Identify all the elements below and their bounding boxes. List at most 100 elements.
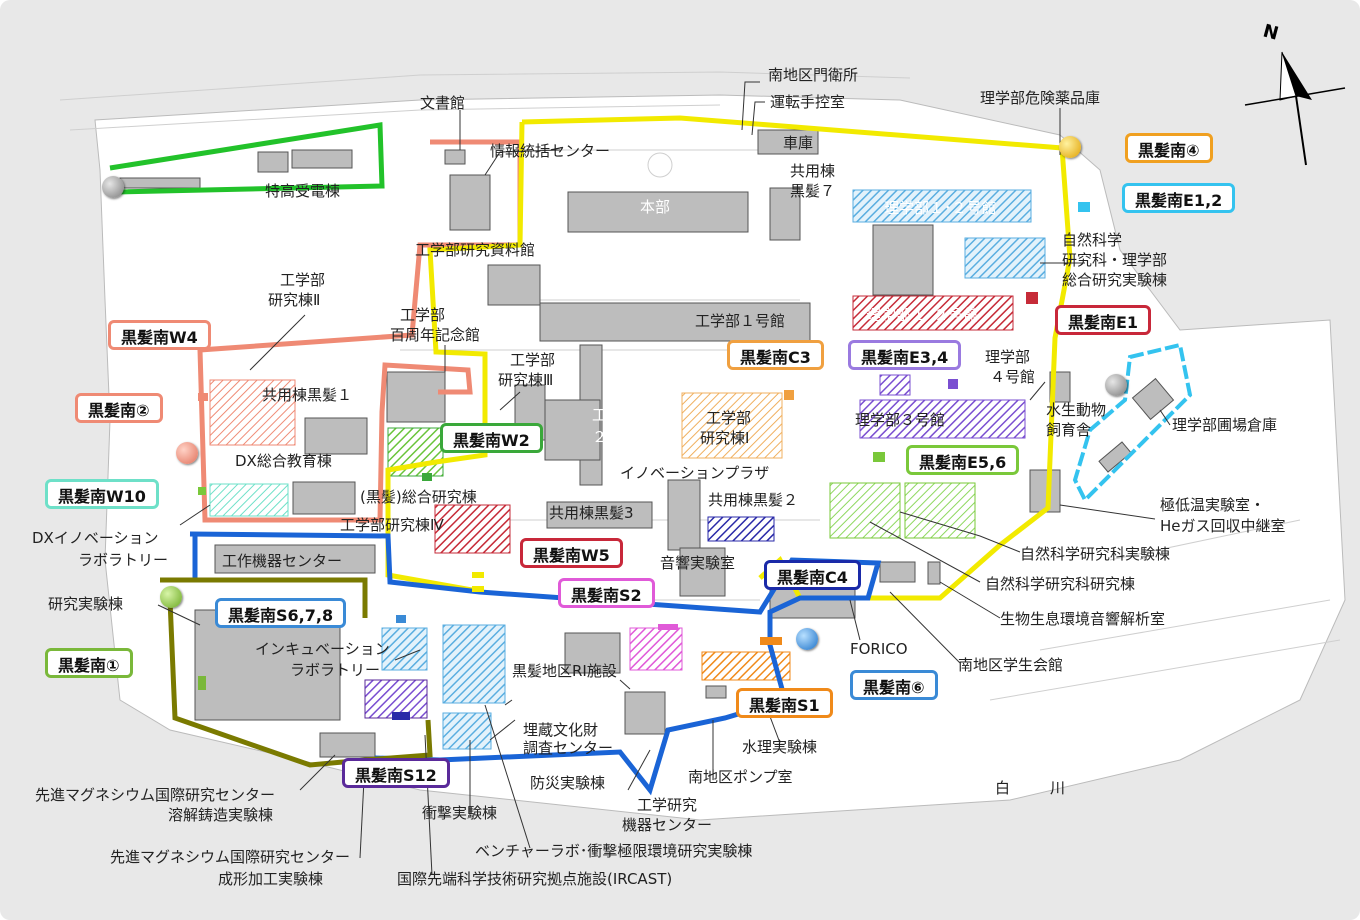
bldg-w10 (209, 483, 289, 517)
label-kougaku1ken-b: 研究棟Ⅰ (700, 429, 749, 447)
label-venture: ベンチャーラボ･衝撃極限環境研究実験棟 (475, 842, 752, 860)
callout-w2[interactable]: 黒髪南W2 (440, 423, 543, 453)
label-bosai: 防災実験棟 (530, 774, 605, 792)
label-kougaku3a: 工学部 (510, 351, 555, 369)
pin-south6[interactable] (796, 628, 818, 650)
zone-blue (189, 531, 882, 796)
callout-w4[interactable]: 黒髪南W4 (108, 320, 211, 350)
label-mg2-a: 先進マグネシウム国際研究センター (110, 848, 350, 866)
bldg-rigaku3 (859, 399, 1026, 439)
label-kougaku2b: 研究棟Ⅱ (268, 291, 320, 309)
label-incub-b: ラボラトリー (290, 661, 380, 679)
callout-s1[interactable]: 黒髪南S1 (736, 688, 833, 718)
callout-s12[interactable]: 黒髪南S12 (342, 758, 450, 788)
label-kiki-b: 機器センター (622, 816, 712, 834)
label-forico: FORICO (850, 640, 908, 658)
label-driver-room: 運転手控室 (770, 93, 845, 111)
callout-s678[interactable]: 黒髪南S6,7,8 (215, 598, 347, 628)
label-kiken: 理学部危険薬品庫 (980, 89, 1100, 107)
pin-gray-east[interactable] (1105, 374, 1127, 396)
callout-e56[interactable]: 黒髪南E5,6 (906, 445, 1020, 475)
label-kosaku: 工作機器センター (222, 552, 342, 570)
bldg-kougaku1ken (681, 392, 783, 459)
callout-south2[interactable]: 黒髪南② (75, 393, 163, 423)
label-sogo: (黒髪)総合研究棟 (360, 488, 477, 506)
callout-e1[interactable]: 黒髪南E1 (1055, 305, 1152, 335)
bldg-kyoyo2 (707, 516, 775, 542)
pin-south2[interactable] (176, 442, 198, 464)
label-kiki-a: 工学研究 (637, 796, 697, 814)
label-shizen-kenkyu: 自然科学研究科研究棟 (985, 575, 1135, 593)
bldg-rigaku12-south (852, 295, 1014, 331)
pin-south4[interactable] (1059, 136, 1081, 158)
label-kougaku2go-a: 工学部 (592, 406, 637, 424)
label-teion-a: 極低温実験室・ (1160, 496, 1265, 514)
label-ircast: 国際先端科学技術研究拠点施設(IRCAST) (397, 870, 672, 888)
callout-e12[interactable]: 黒髪南E1,2 (1122, 183, 1236, 213)
label-kenkyu-jikken: 研究実験棟 (48, 595, 123, 613)
label-suisei-b: 飼育舎 (1046, 421, 1091, 439)
callout-c4[interactable]: 黒髪南C4 (764, 560, 861, 590)
north-arrow: N (1244, 21, 1346, 166)
label-kyoyo1: 共用棟黒髪１ (262, 386, 352, 404)
roads (59, 71, 1341, 701)
label-kougaku4: 工学部研究棟Ⅳ (340, 516, 444, 534)
label-minami-gate: 南地区門衛所 (768, 66, 858, 84)
label-mg2-b: 成形加工実験棟 (218, 870, 323, 888)
pin-south1[interactable] (160, 586, 182, 608)
north-label: N (1261, 21, 1281, 45)
label-kyoyo3: 共用棟黒髪3 (549, 504, 634, 522)
label-kougaku1: 工学部１号館 (695, 312, 785, 330)
callout-s2[interactable]: 黒髪南S2 (558, 578, 655, 608)
label-dx-kyoiku: DX総合教育棟 (235, 452, 332, 470)
label-tokko: 特高受電棟 (265, 182, 340, 200)
label-mg1-a: 先進マグネシウム国際研究センター (35, 786, 275, 804)
label-kyoyo7a: 共用棟 (790, 162, 835, 180)
label-suiri: 水理実験棟 (742, 738, 817, 756)
label-rigaku12b: 理学部１･２号館 (866, 306, 979, 324)
label-dx-innov-b: ラボラトリー (78, 551, 168, 569)
buildings (119, 129, 1175, 758)
label-kougaku-shiryo: 工学部研究資料館 (415, 241, 535, 259)
label-rigaku4a: 理学部 (985, 348, 1030, 366)
label-rigaku4b: ４号館 (990, 368, 1035, 386)
bldg-rigaku12-north (852, 189, 1032, 223)
pin-gray-northwest[interactable] (102, 176, 124, 198)
callout-e34[interactable]: 黒髪南E3,4 (848, 340, 962, 370)
label-maizo-b: 調査センター (523, 739, 613, 757)
label-shogeki: 衝撃実験棟 (422, 804, 497, 822)
bldg-shizen-kenkyu (904, 482, 976, 539)
callout-w5[interactable]: 黒髪南W5 (520, 538, 623, 568)
bldg-shizen-jikken (829, 482, 901, 539)
label-rigaku3: 理学部３号館 (855, 411, 945, 429)
bldg-shogeki (442, 712, 492, 750)
label-joho: 情報統括センター (490, 142, 610, 160)
label-shizen-jikken: 自然科学研究科実験棟 (1020, 545, 1170, 563)
zone-yellow-west (385, 121, 525, 593)
label-incub-a: インキュベーション (255, 640, 390, 658)
callout-south1[interactable]: 黒髪南① (45, 648, 133, 678)
label-rigaku-engei: 理学部圃場倉庫 (1172, 416, 1277, 434)
label-teion-b: Heガス回収中継室 (1160, 517, 1286, 535)
callout-south6[interactable]: 黒髪南⑥ (850, 670, 938, 700)
bldg-shizen-sogo (964, 237, 1046, 279)
label-dx-innov-a: DXイノベーション (32, 529, 159, 547)
callout-south4[interactable]: 黒髪南④ (1125, 133, 1213, 163)
bldg-ri (442, 624, 506, 704)
label-ri: 黒髪地区RI施設 (512, 662, 617, 680)
label-kyoyo7b: 黒髪７ (790, 182, 835, 200)
label-shizen-c: 総合研究実験棟 (1062, 271, 1167, 289)
label-suisei-a: 水生動物 (1046, 401, 1106, 419)
label-hyakunen-b: 百周年記念館 (390, 326, 480, 344)
callout-c3[interactable]: 黒髪南C3 (727, 340, 824, 370)
label-seibutsu: 生物生息環境音響解析室 (1000, 610, 1165, 628)
label-pump: 南地区ポンプ室 (688, 768, 793, 786)
bldg-s12 (364, 679, 428, 719)
label-kyoyo2: 共用棟黒髪２ (708, 491, 798, 509)
label-kougaku3b: 研究棟Ⅲ (498, 371, 553, 389)
callout-w10[interactable]: 黒髪南W10 (45, 479, 159, 509)
leader-lines (157, 81, 1171, 876)
bldg-e34-a (879, 374, 911, 396)
